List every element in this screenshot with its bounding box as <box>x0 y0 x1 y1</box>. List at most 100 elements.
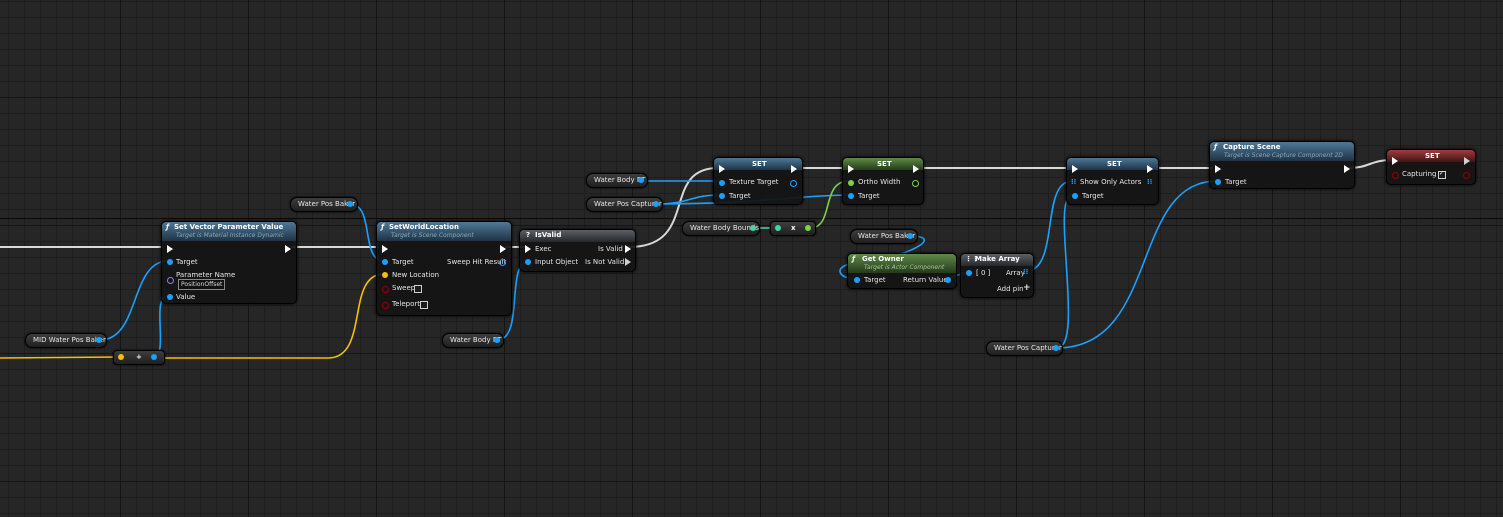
exec-in-pin[interactable] <box>1215 165 1221 173</box>
is-valid-node[interactable]: ? IsValid Exec Is Valid Input Object Is … <box>519 229 636 272</box>
output-object-pin[interactable] <box>907 233 913 239</box>
node-title: SET <box>1425 152 1440 160</box>
set-ortho-width-node[interactable]: SET Ortho Width Target <box>842 157 924 205</box>
exec-in-pin[interactable] <box>1072 165 1078 173</box>
graph-axis-line <box>0 218 1503 219</box>
pin-label: Target <box>1082 192 1104 200</box>
var-label: Water Pos Baker <box>298 200 356 208</box>
node-header <box>1210 142 1354 161</box>
exec-out-pin[interactable] <box>1464 157 1470 165</box>
set-world-location-node[interactable]: ƒ SetWorldLocation Target is Scene Compo… <box>376 221 512 316</box>
target-pin[interactable] <box>854 277 860 283</box>
pin-label: Value <box>176 293 196 301</box>
capture-scene-node[interactable]: ƒ Capture Scene Target is Scene Capture … <box>1209 141 1355 189</box>
array-grid-icon[interactable]: ⁞⁞ <box>1147 178 1153 186</box>
exec-in-pin[interactable] <box>167 245 173 253</box>
sweep-hit-result-pin[interactable] <box>499 259 506 266</box>
pin-label: New Location <box>392 271 440 279</box>
target-pin[interactable] <box>848 193 854 199</box>
input-object-pin[interactable] <box>525 259 531 265</box>
ortho-width-out-pin[interactable] <box>912 180 919 187</box>
var-water-body-bounds[interactable]: Water Body Bounds <box>682 221 760 236</box>
array-item-pin[interactable] <box>966 270 972 276</box>
var-water-body-rt[interactable]: Water Body RT <box>442 333 504 348</box>
set-vector-parameter-value-node[interactable]: ƒ Set Vector Parameter Value Target is M… <box>161 221 297 304</box>
new-location-pin[interactable] <box>382 272 388 278</box>
exec-in-pin[interactable] <box>848 165 854 173</box>
exec-in-pin[interactable] <box>719 165 725 173</box>
var-water-pos-baker[interactable]: Water Pos Baker <box>850 229 918 244</box>
pin-label: Is Valid <box>598 245 623 253</box>
input-vector-pin[interactable] <box>118 354 124 360</box>
pin-label: Target <box>1225 178 1247 186</box>
add-pin-label[interactable]: Add pin <box>997 285 1024 293</box>
teleport-pin[interactable] <box>382 302 389 309</box>
set-texture-target-node[interactable]: SET Texture Target Target <box>713 157 803 205</box>
exec-in-pin[interactable] <box>525 245 531 253</box>
exec-out-pin[interactable] <box>285 245 291 253</box>
target-pin[interactable] <box>167 259 173 265</box>
exec-out-pin[interactable] <box>1344 165 1350 173</box>
target-pin[interactable] <box>1215 179 1221 185</box>
teleport-checkbox[interactable] <box>420 301 428 309</box>
output-object-pin[interactable] <box>638 177 644 183</box>
return-value-pin[interactable] <box>945 277 951 283</box>
exec-in-pin[interactable] <box>1392 157 1398 165</box>
node-title: SET <box>752 160 767 168</box>
parameter-name-field[interactable]: PositionOffset <box>178 279 226 290</box>
target-pin[interactable] <box>719 193 725 199</box>
var-water-pos-capturer[interactable]: Water Pos Capturer <box>986 341 1063 356</box>
exec-out-pin[interactable] <box>913 165 919 173</box>
pin-label: Sweep <box>392 284 416 292</box>
pin-label: Target <box>864 276 886 284</box>
output-float-pin[interactable] <box>805 225 811 231</box>
var-water-pos-capturer[interactable]: Water Pos Capturer <box>586 197 663 212</box>
sweep-checkbox[interactable] <box>414 285 422 293</box>
capturing-pin[interactable] <box>1392 172 1399 179</box>
array-grid-icon[interactable]: ⁞⁞ <box>1023 268 1029 276</box>
set-capturing-node[interactable]: SET Capturing <box>1386 149 1476 185</box>
texture-target-pin[interactable] <box>719 180 725 186</box>
get-owner-node[interactable]: ƒ Get Owner Target is Actor Component Ta… <box>847 253 957 289</box>
node-header <box>961 254 1033 266</box>
var-water-pos-baker[interactable]: Water Pos Baker <box>290 197 358 212</box>
node-header <box>377 222 511 241</box>
make-array-node[interactable]: ⋮⋮ Make Array [ 0 ] Array ⁞⁞ Add pin + <box>960 253 1034 298</box>
value-pin[interactable] <box>167 294 173 300</box>
capturing-checkbox[interactable] <box>1438 170 1446 179</box>
exec-in-pin[interactable] <box>382 245 388 253</box>
output-struct-pin[interactable] <box>750 225 756 231</box>
output-object-pin[interactable] <box>653 201 659 207</box>
var-mid-water-pos-baker[interactable]: MID Water Pos Baker <box>25 333 107 348</box>
var-water-body-rt[interactable]: Water Body RT <box>586 173 648 188</box>
input-object-pin[interactable] <box>151 354 157 360</box>
output-object-pin[interactable] <box>96 337 102 343</box>
output-object-pin[interactable] <box>494 337 500 343</box>
texture-target-out-pin[interactable] <box>790 180 797 187</box>
node-title: Make Array <box>975 255 1020 263</box>
exec-out-pin[interactable] <box>1147 165 1153 173</box>
node-header <box>848 254 956 273</box>
exec-out-pin[interactable] <box>500 245 506 253</box>
exec-out-pin[interactable] <box>625 258 631 266</box>
pin-label: Input Object <box>535 258 579 266</box>
input-struct-pin[interactable] <box>775 225 781 231</box>
exec-out-pin[interactable] <box>791 165 797 173</box>
multiply-node[interactable]: x <box>770 221 816 236</box>
exec-out-pin[interactable] <box>625 245 631 253</box>
target-pin[interactable] <box>382 259 388 265</box>
ortho-width-pin[interactable] <box>848 180 854 186</box>
add-pin-plus-icon[interactable]: + <box>1023 283 1031 293</box>
capturing-out-pin[interactable] <box>1463 172 1470 179</box>
node-subtitle: Target is Scene Capture Component 2D <box>1224 152 1343 159</box>
target-pin[interactable] <box>1072 193 1078 199</box>
array-grid-icon[interactable]: ⁞⁞ <box>1071 178 1077 186</box>
node-title: IsValid <box>535 231 562 239</box>
function-f-icon: ƒ <box>166 223 170 231</box>
output-object-pin[interactable] <box>1053 345 1059 351</box>
vector-add-node[interactable]: + <box>113 350 165 365</box>
sweep-pin[interactable] <box>382 286 389 293</box>
parameter-name-pin[interactable] <box>167 277 174 284</box>
set-show-only-actors-node[interactable]: SET ⁞⁞ Show Only Actors ⁞⁞ Target <box>1066 157 1159 205</box>
output-object-pin[interactable] <box>347 201 353 207</box>
